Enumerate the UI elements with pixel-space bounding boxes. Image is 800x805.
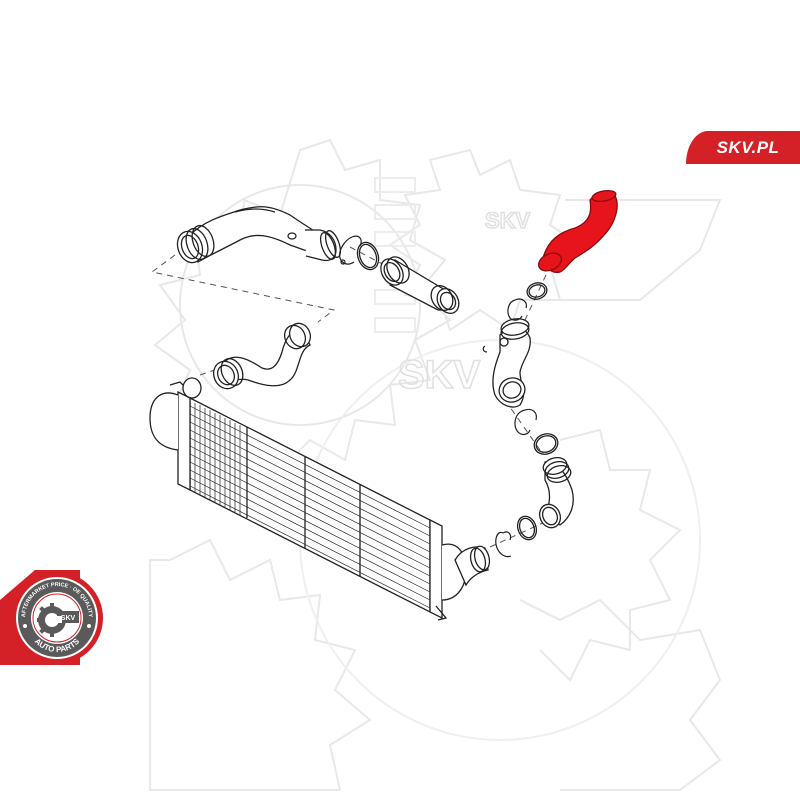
watermark-e-bars xyxy=(374,177,416,333)
intercooler[interactable] xyxy=(149,377,467,621)
s-bend-hose-left[interactable] xyxy=(209,320,314,393)
brand-site-tab[interactable]: SKV.PL xyxy=(686,131,800,164)
upper-charge-pipe[interactable] xyxy=(173,206,343,266)
skv-auto-parts-badge: AFTERMARKET PRICE · OE QUALITY AUTO PART… xyxy=(0,560,120,680)
short-connector-hose[interactable] xyxy=(376,253,463,317)
elbow-hose-lower[interactable] xyxy=(536,455,574,531)
o-ring-upper[interactable] xyxy=(354,239,382,272)
gear-icon xyxy=(37,603,79,637)
charge-air-hose-highlighted[interactable] xyxy=(536,189,618,274)
svg-text:SKV: SKV xyxy=(398,353,481,397)
badge-center-text: SKV xyxy=(61,615,76,622)
o-ring-top-right[interactable] xyxy=(525,281,548,302)
intercooler-outlet[interactable] xyxy=(454,545,492,587)
elbow-hose-upper[interactable] xyxy=(482,317,531,408)
clamp-lower[interactable] xyxy=(495,531,512,558)
watermark-text: SKV SKV xyxy=(397,207,531,398)
svg-text:SKV: SKV xyxy=(485,208,531,233)
brand-site-label: SKV.PL xyxy=(716,137,780,157)
clamp-top-right[interactable] xyxy=(507,298,527,321)
o-ring-lower[interactable] xyxy=(514,514,539,543)
o-ring-mid[interactable] xyxy=(531,430,560,457)
intercooler-fins xyxy=(189,403,431,609)
clamp-mid[interactable] xyxy=(514,408,537,436)
